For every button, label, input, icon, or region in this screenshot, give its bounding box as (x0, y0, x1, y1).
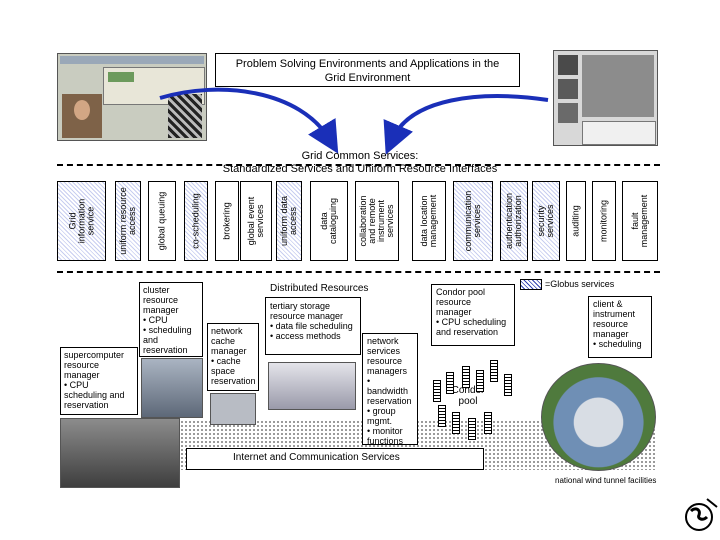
service-label: security services (536, 204, 555, 238)
service-column: auditing (566, 181, 586, 261)
service-label: monitoring (598, 199, 609, 243)
service-label: authentication authorization (504, 192, 523, 250)
service-column: co-scheduling (184, 181, 208, 261)
tertiary-storage-photo (268, 362, 356, 410)
condor-pool-label: Condor pool (451, 385, 485, 407)
service-column: authentication authorization (500, 181, 528, 261)
globus-legend-label: =Globus services (545, 279, 615, 289)
condor-machine-icon (462, 366, 470, 388)
service-column: uniform resource access (115, 181, 141, 261)
supercomputer-resource-manager: supercomputer resource manager • CPU sch… (60, 347, 138, 415)
internet-services-label: Internet and Communication Services (233, 452, 400, 463)
toolbar-strip (60, 56, 204, 64)
grid-services-line-1: Grid Common Services: (301, 150, 419, 162)
service-label: auditing (570, 205, 581, 237)
condor-machine-icon (452, 412, 460, 434)
service-column: collaboration and remote instrument serv… (355, 181, 399, 261)
grid-services-heading: Grid Common Services: Standardized Servi… (150, 150, 570, 176)
globe-logo-icon (685, 498, 718, 531)
service-label: fault management (630, 194, 649, 248)
service-label: global queuing (156, 191, 167, 251)
cluster-resource-manager: cluster resource manager • CPU • schedul… (139, 282, 203, 357)
network-services-managers: network services resource managers • ban… (362, 333, 418, 446)
distributed-resources-heading: Distributed Resources (270, 283, 369, 294)
condor-machine-icon (476, 370, 484, 392)
service-label: data cataloguing (319, 197, 338, 245)
thumbnail-1 (558, 55, 578, 75)
main-image (582, 55, 654, 117)
title-box: Problem Solving Environments and Applica… (215, 53, 520, 87)
right-arrow (383, 94, 549, 155)
condor-machine-icon (438, 405, 446, 427)
condor-machine-icon (504, 374, 512, 396)
service-label: global event services (246, 196, 265, 246)
thumbnail-3 (558, 103, 578, 123)
app-window (582, 121, 656, 145)
service-column: monitoring (592, 181, 616, 261)
service-label: collaboration and remote instrument serv… (358, 195, 395, 247)
service-column: global event services (240, 181, 272, 261)
service-label: data location management (419, 194, 438, 248)
condor-machine-icon (433, 380, 441, 402)
condor-machine-icon (468, 418, 476, 440)
title-line-1: Problem Solving Environments and Applica… (235, 58, 500, 70)
supercomputer-photo (60, 418, 180, 488)
service-label: uniform data access (279, 195, 298, 247)
condor-resource-manager: Condor pool resource manager • CPU sched… (431, 284, 515, 346)
condor-machine-icon (446, 372, 454, 394)
service-column: communication services (453, 181, 493, 261)
grid-services-line-2: Standardized Services and Uniform Resour… (222, 163, 498, 175)
dashed-line-bottom (57, 271, 660, 273)
service-column: uniform data access (276, 181, 302, 261)
service-column: fault management (622, 181, 658, 261)
cluster-photo (141, 358, 203, 418)
globus-legend-swatch (520, 279, 542, 290)
person-face (74, 100, 90, 120)
wind-tunnel-caption: national wind tunnel facilities (555, 476, 657, 485)
client-instrument-manager: client & instrument resource manager • s… (588, 296, 652, 358)
condor-machine-icon (484, 412, 492, 434)
service-label: Grid information service (67, 198, 95, 244)
service-label: uniform resource access (118, 187, 137, 255)
service-label: co-scheduling (190, 193, 201, 249)
service-column: security services (532, 181, 560, 261)
condor-machine-icon (490, 360, 498, 382)
left-arrow (159, 87, 339, 154)
service-label: brokering (221, 202, 232, 240)
service-column: global queuing (148, 181, 176, 261)
pse-screenshot (57, 53, 207, 141)
network-cache-photo (210, 393, 256, 425)
thumbnail-2 (558, 79, 578, 99)
title-line-2: Grid Environment (324, 72, 411, 84)
wind-tunnel-photo (541, 363, 656, 471)
service-label: communication services (463, 190, 482, 252)
service-column: brokering (215, 181, 239, 261)
service-column: data cataloguing (310, 181, 348, 261)
service-column: data location management (412, 181, 446, 261)
grid-pattern-view (168, 94, 202, 138)
network-cache-manager: network cache manager • cache space rese… (207, 323, 259, 391)
dashed-line-top (57, 164, 660, 166)
service-column: Grid information service (57, 181, 106, 261)
green-widget (108, 72, 134, 82)
imaging-app-screenshot (553, 50, 658, 146)
tertiary-storage-manager: tertiary storage resource manager • data… (265, 297, 361, 355)
internet-services-box: Internet and Communication Services (186, 448, 484, 470)
